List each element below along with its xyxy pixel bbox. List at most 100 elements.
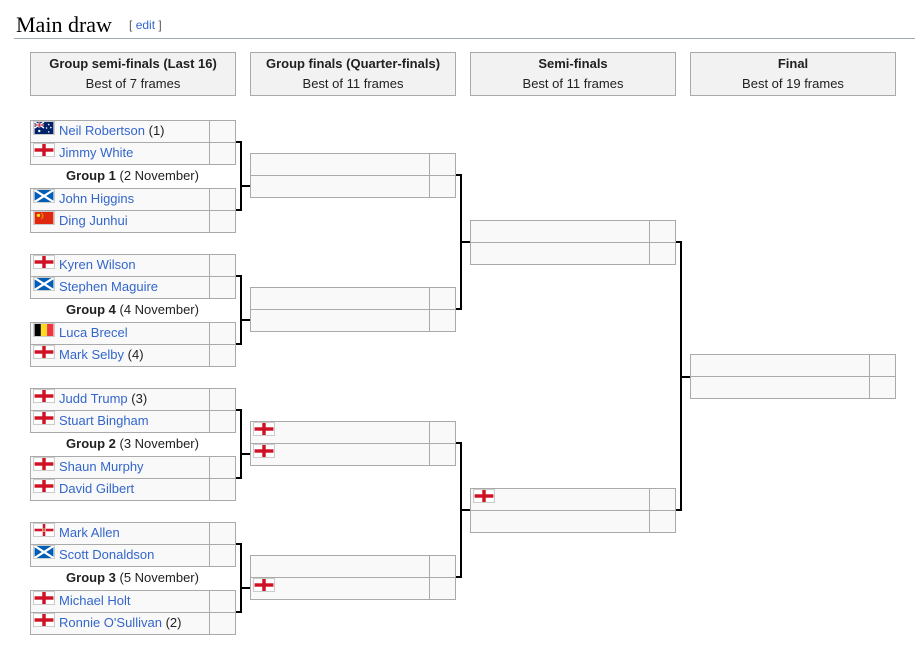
- player-link[interactable]: Neil Robertson: [59, 123, 145, 138]
- group-label: Group 2: [66, 436, 116, 451]
- player-cell: Kyren Wilson: [30, 254, 210, 277]
- australia-flag: [33, 121, 55, 141]
- england-flag: [33, 345, 55, 365]
- player-link[interactable]: Kyren Wilson: [59, 257, 136, 272]
- player-cell: Ding Junhui: [30, 210, 210, 233]
- england-flag: [33, 591, 55, 611]
- score-cell: [429, 555, 456, 578]
- score-cell: [429, 309, 456, 332]
- player-cell: [690, 354, 870, 377]
- player-cell: [250, 555, 430, 578]
- bracket-line: [240, 587, 250, 589]
- heading-rule: [14, 38, 915, 39]
- player-cell: [470, 488, 650, 511]
- bracket-line: [460, 509, 470, 511]
- round-title: Final: [777, 56, 809, 71]
- bracket-line: [240, 141, 242, 211]
- player-link[interactable]: Stephen Maguire: [59, 279, 159, 294]
- china-flag: [33, 211, 55, 231]
- group-date: (2 November): [119, 168, 199, 183]
- bracket-line: [240, 275, 242, 345]
- england-flag: [33, 457, 55, 477]
- round-title: Semi-finals: [538, 56, 608, 71]
- bracket-line: [460, 241, 470, 243]
- player-cell: David Gilbert: [30, 478, 210, 501]
- player-cell: [250, 287, 430, 310]
- player-link[interactable]: Michael Holt: [59, 593, 131, 608]
- player-cell: [470, 242, 650, 265]
- score-cell: [649, 510, 676, 533]
- score-cell: [209, 522, 236, 545]
- bracket-line: [240, 319, 250, 321]
- group-info: Group 4 (4 November): [30, 300, 235, 320]
- round-header-2: Group finals (Quarter-finals)Best of 11 …: [250, 52, 456, 96]
- score-cell: [209, 388, 236, 411]
- bracket-line: [236, 409, 242, 411]
- score-cell: [209, 188, 236, 211]
- edit-link[interactable]: edit: [135, 18, 156, 32]
- player-cell: Neil Robertson (1): [30, 120, 210, 143]
- player-cell: [470, 510, 650, 533]
- player-link[interactable]: Shaun Murphy: [59, 459, 144, 474]
- bracket-line: [236, 477, 242, 479]
- player-link[interactable]: Mark Selby: [59, 347, 125, 362]
- player-cell: Stuart Bingham: [30, 410, 210, 433]
- score-cell: [209, 478, 236, 501]
- player-link[interactable]: Judd Trump: [59, 391, 128, 406]
- bracket-line: [680, 376, 690, 378]
- player-cell: [250, 443, 430, 466]
- score-cell: [209, 544, 236, 567]
- player-link[interactable]: Luca Brecel: [59, 325, 128, 340]
- player-cell: Mark Selby (4): [30, 344, 210, 367]
- score-cell: [429, 443, 456, 466]
- score-cell: [869, 376, 896, 399]
- player-link[interactable]: Ronnie O'Sullivan: [59, 615, 162, 630]
- bracket-line: [236, 141, 242, 143]
- england-flag: [33, 411, 55, 431]
- bracket-line: [236, 611, 242, 613]
- player-link[interactable]: Jimmy White: [59, 145, 134, 160]
- player-link[interactable]: Mark Allen: [59, 525, 120, 540]
- player-cell: [250, 577, 430, 600]
- bracket-line: [240, 185, 250, 187]
- group-info: Group 2 (3 November): [30, 434, 235, 454]
- player-cell: [250, 153, 430, 176]
- bracket-line: [456, 576, 462, 578]
- bracket-line: [240, 409, 242, 479]
- score-cell: [209, 142, 236, 165]
- bracket-line: [676, 509, 682, 511]
- player-cell: Judd Trump (3): [30, 388, 210, 411]
- player-link[interactable]: Stuart Bingham: [59, 413, 149, 428]
- bracket-line: [240, 453, 250, 455]
- player-cell: [470, 220, 650, 243]
- england-flag: [33, 613, 55, 633]
- england-flag: [33, 143, 55, 163]
- bracket-line: [236, 543, 242, 545]
- player-link[interactable]: Ding Junhui: [59, 213, 128, 228]
- northern-ireland-flag: [33, 523, 55, 543]
- score-cell: [209, 276, 236, 299]
- player-cell: Jimmy White: [30, 142, 210, 165]
- score-cell: [209, 410, 236, 433]
- score-cell: [209, 322, 236, 345]
- score-cell: [429, 577, 456, 600]
- group-date: (4 November): [119, 302, 199, 317]
- player-cell: Stephen Maguire: [30, 276, 210, 299]
- bracket-line: [676, 241, 682, 243]
- player-link[interactable]: John Higgins: [59, 191, 135, 206]
- player-cell: Shaun Murphy: [30, 456, 210, 479]
- round-subtitle: Best of 7 frames: [85, 76, 181, 91]
- score-cell: [209, 210, 236, 233]
- score-cell: [429, 421, 456, 444]
- bracket-line: [456, 174, 462, 176]
- bracket-line: [456, 308, 462, 310]
- player-cell: Michael Holt: [30, 590, 210, 613]
- round-header-1: Group semi-finals (Last 16)Best of 7 fra…: [30, 52, 236, 96]
- england-flag: [33, 479, 55, 499]
- score-cell: [649, 220, 676, 243]
- player-link[interactable]: Scott Donaldson: [59, 547, 155, 562]
- group-label: Group 3: [66, 570, 116, 585]
- player-link[interactable]: David Gilbert: [59, 481, 135, 496]
- player-seed: (3): [131, 391, 148, 406]
